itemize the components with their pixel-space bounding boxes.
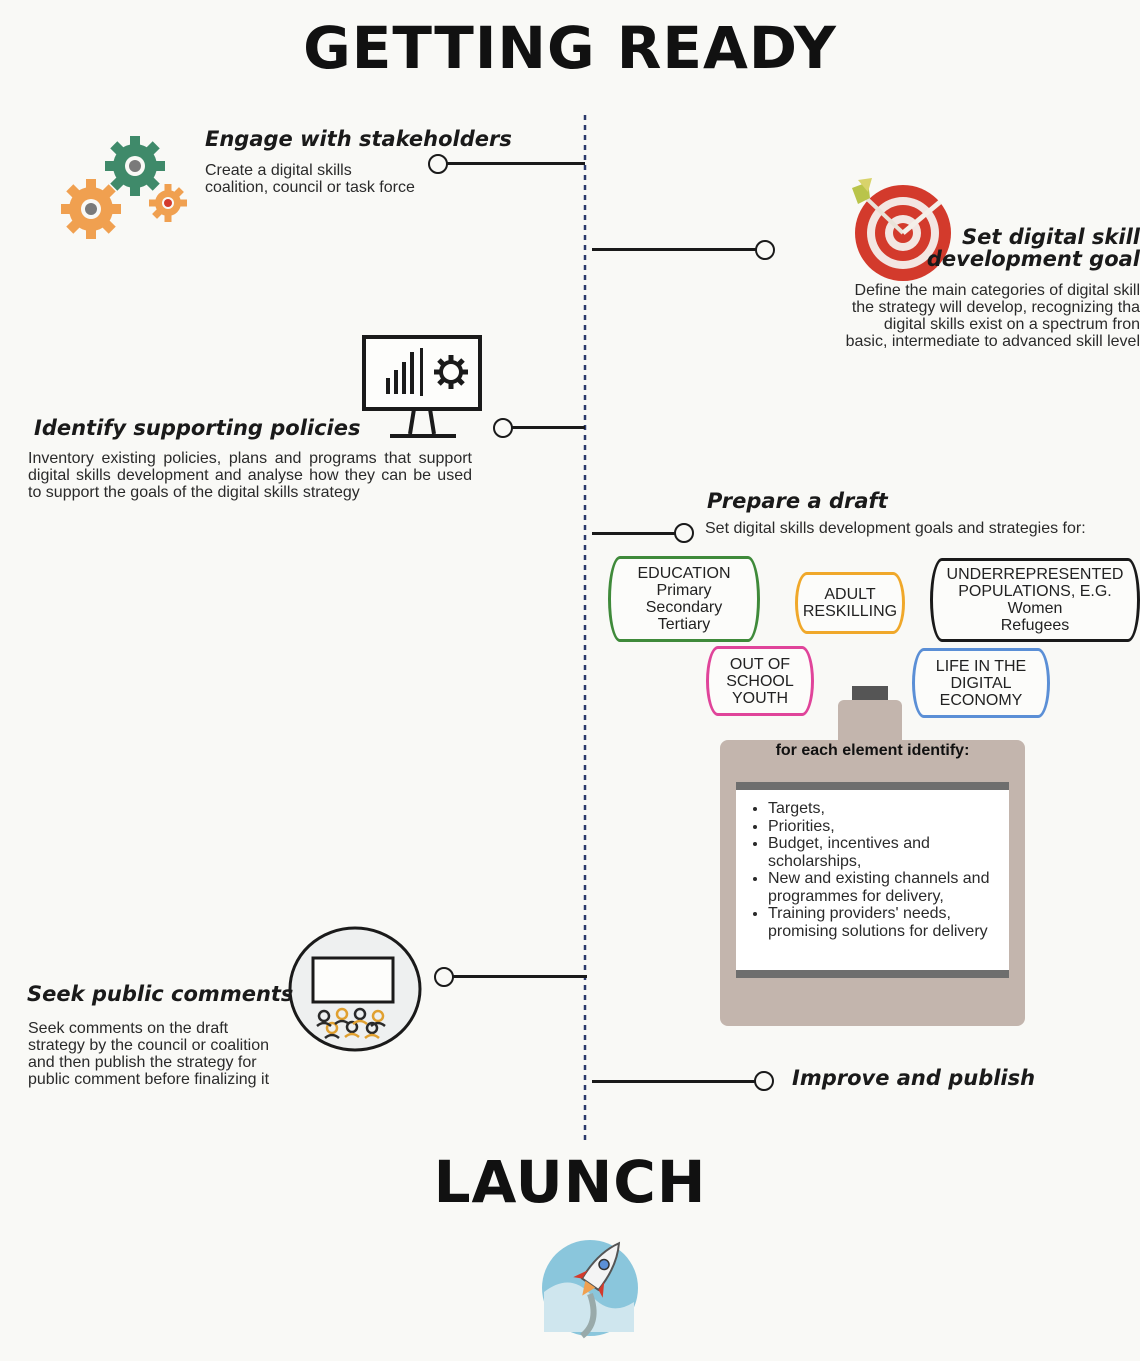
goals-connector	[592, 248, 756, 251]
page-title: GETTING READY	[303, 14, 837, 82]
comments-node	[434, 967, 454, 987]
goals-title-line: development goal	[926, 247, 1140, 271]
category-oos-line: SCHOOL	[726, 672, 794, 690]
comments-description: Seek comments on the draft strategy by t…	[28, 1020, 318, 1088]
category-life-digital-economy: LIFE IN THE DIGITAL ECONOMY	[912, 648, 1050, 718]
category-education-title: EDUCATION	[637, 565, 731, 582]
comments-desc-line: strategy by the council or coalition	[28, 1037, 270, 1054]
clipboard-heading: for each element identify:	[775, 742, 970, 759]
engage-connector	[447, 162, 585, 165]
category-education: EDUCATION Primary Secondary Tertiary	[608, 556, 760, 642]
clipboard-item: Budget, incentives and scholarships,	[768, 835, 1001, 870]
category-underrep-title: UNDERREPRESENTED	[946, 566, 1124, 583]
goals-title: Set digital skill development goal	[900, 226, 1140, 270]
clipboard-icon: for each element identify: Targets, Prio…	[720, 686, 1025, 1026]
presentation-audience-icon	[286, 924, 424, 1054]
target-icon	[848, 178, 958, 283]
draft-connector	[592, 532, 676, 535]
category-out-of-school-youth: OUT OF SCHOOL YOUTH	[706, 646, 814, 716]
policies-node	[493, 418, 513, 438]
draft-title: Prepare a draft	[707, 489, 888, 513]
clipboard-item: Priorities,	[768, 818, 1001, 836]
monitor-chart-icon	[360, 334, 486, 444]
publish-node	[754, 1071, 774, 1091]
goals-desc-line: basic, intermediate to advanced skill le…	[845, 333, 1140, 350]
comments-desc-line: public comment before finalizing it	[28, 1071, 270, 1088]
comments-title: Seek public comments	[27, 982, 294, 1006]
category-adult-line: RESKILLING	[802, 603, 898, 620]
gears-icon	[60, 130, 190, 242]
engage-node	[428, 154, 448, 174]
category-education-item: Primary	[656, 582, 712, 599]
clipboard-clip-base	[838, 700, 902, 744]
draft-subtitle: Set digital skills development goals and…	[705, 520, 1086, 537]
goals-title-line: Set digital skill	[962, 225, 1140, 249]
policies-title: Identify supporting policies	[34, 416, 361, 440]
category-underrepresented: UNDERREPRESENTED POPULATIONS, E.G. Women…	[930, 558, 1140, 642]
clipboard-item: Targets,	[768, 800, 1001, 818]
publish-title: Improve and publish	[792, 1066, 1036, 1090]
engage-desc-line: Create a digital skills	[205, 162, 352, 179]
category-life-line: ECONOMY	[939, 691, 1023, 709]
category-education-item: Tertiary	[657, 616, 711, 633]
policies-description: Inventory existing policies, plans and p…	[28, 450, 472, 501]
category-underrep-title: POPULATIONS, E.G.	[958, 583, 1112, 600]
goals-node	[755, 240, 775, 260]
comments-desc-line: and then publish the strategy for	[28, 1054, 257, 1071]
launch-title: LAUNCH	[433, 1148, 707, 1216]
category-life-line: DIGITAL	[950, 674, 1012, 692]
category-education-item: Secondary	[645, 599, 723, 616]
category-oos-line: OUT OF	[729, 655, 791, 673]
clipboard-clip	[852, 686, 888, 702]
category-adult-reskilling: ADULT RESKILLING	[795, 572, 905, 634]
clipboard-paper: Targets, Priorities, Budget, incentives …	[736, 782, 1009, 978]
draft-node	[674, 523, 694, 543]
clipboard-item: New and existing channels and programmes…	[768, 870, 1001, 905]
clipboard-items: Targets, Priorities, Budget, incentives …	[748, 800, 1001, 940]
timeline	[583, 115, 587, 1140]
category-life-line: LIFE IN THE	[935, 657, 1027, 675]
category-oos-line: YOUTH	[732, 689, 788, 707]
clipboard-item: Training providers' needs, promising sol…	[768, 905, 1001, 940]
engage-description: Create a digital skills coalition, counc…	[205, 162, 455, 196]
category-underrep-item: Women	[1007, 600, 1063, 617]
comments-desc-line: Seek comments on the draft	[28, 1020, 229, 1037]
goals-description: Define the main categories of digital sk…	[800, 282, 1140, 350]
publish-connector	[592, 1080, 756, 1083]
goals-desc-line: digital skills exist on a spectrum fron	[883, 316, 1140, 333]
engage-desc-line: coalition, council or task force	[205, 179, 415, 196]
goals-desc-line: Define the main categories of digital sk…	[854, 282, 1140, 299]
engage-title: Engage with stakeholders	[205, 127, 512, 151]
comments-connector	[453, 975, 587, 978]
policies-connector	[512, 426, 585, 429]
goals-desc-line: the strategy will develop, recognizing t…	[851, 299, 1140, 316]
category-adult-line: ADULT	[824, 586, 876, 603]
rocket-icon	[530, 1232, 650, 1340]
category-underrep-item: Refugees	[1000, 617, 1070, 634]
